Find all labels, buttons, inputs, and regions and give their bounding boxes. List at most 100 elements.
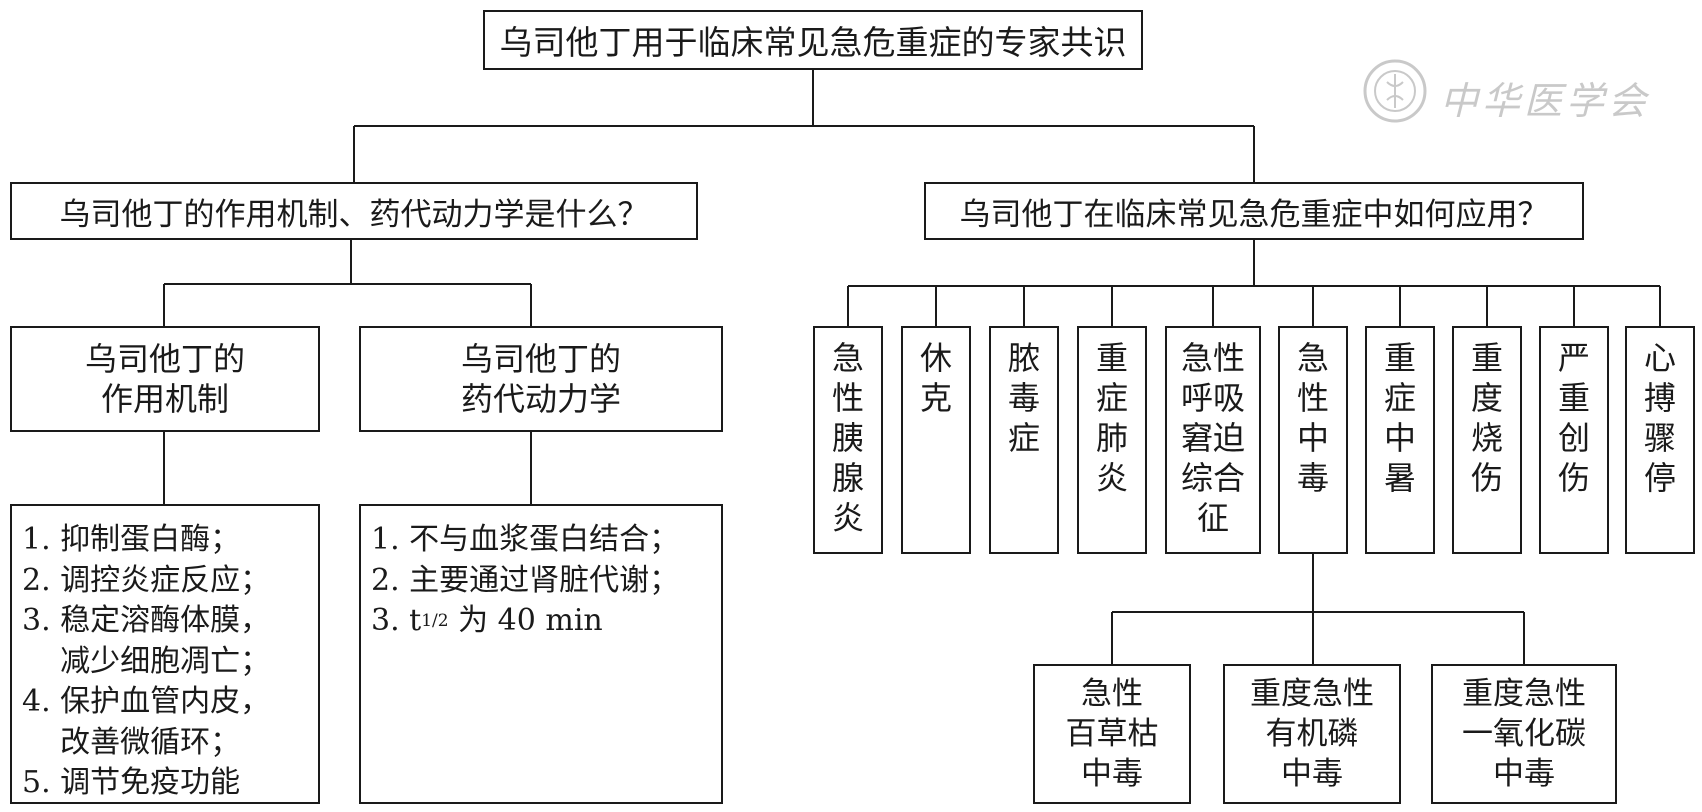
condition-text: 窘迫 bbox=[1180, 419, 1245, 457]
condition-char: 炎 bbox=[1095, 459, 1128, 497]
list-item: 5. 调节免疫功能 bbox=[22, 763, 318, 804]
condition-char: 重 bbox=[1095, 339, 1128, 377]
condition-char: 重 bbox=[1557, 379, 1590, 417]
poisoning-line: 中毒 bbox=[1493, 756, 1555, 792]
list-item: 4. 保护血管内皮， 改善微循环； bbox=[22, 682, 318, 763]
heading-mechanism-line: 作用机制 bbox=[100, 380, 229, 418]
half-life-subscript: 1/2 bbox=[421, 611, 449, 631]
poisoning-carbon-monoxide: 重度急性 一氧化碳 中毒 bbox=[1431, 664, 1617, 804]
condition-char: 急 bbox=[1296, 339, 1329, 377]
condition-char: 严 bbox=[1557, 339, 1590, 377]
diagram-title-text: 乌司他丁用于临床常见急危重症的专家共识 bbox=[499, 23, 1127, 62]
list-item-number: 5. bbox=[22, 765, 51, 800]
question-mechanism-pk-text: 乌司他丁的作用机制、药代动力学是什么？ bbox=[59, 196, 649, 233]
list-item-text: 减少细胞凋亡； bbox=[60, 643, 271, 679]
condition-text: 征 bbox=[1196, 499, 1229, 537]
condition-char: 中 bbox=[1296, 419, 1329, 457]
list-item-text: 主要通过肾脏代谢； bbox=[409, 562, 680, 598]
condition-char: 性 bbox=[831, 379, 864, 417]
condition-char: 症 bbox=[1095, 379, 1128, 417]
condition-char: 创 bbox=[1557, 419, 1590, 457]
list-item-text: 调控炎症反应； bbox=[60, 562, 271, 598]
list-item-number: 4. bbox=[22, 684, 51, 719]
half-life-symbol: t bbox=[409, 603, 422, 638]
condition-char: 性 bbox=[1296, 379, 1329, 417]
condition-char: 伤 bbox=[1470, 459, 1503, 497]
poisoning-line: 有机磷 bbox=[1265, 716, 1359, 752]
condition-sepsis: 脓 毒 症 bbox=[989, 326, 1059, 554]
condition-char: 心 bbox=[1643, 339, 1676, 377]
poisoning-line: 中毒 bbox=[1081, 756, 1143, 792]
watermark-logo: 中华医学会 bbox=[1360, 56, 1682, 136]
poisoning-line: 中毒 bbox=[1281, 756, 1343, 792]
list-item-number: 2. bbox=[22, 562, 51, 598]
condition-char: 肺 bbox=[1095, 419, 1128, 457]
poisoning-line: 百草枯 bbox=[1065, 716, 1159, 752]
condition-char: 暑 bbox=[1383, 459, 1416, 497]
poisoning-line: 重度急性 bbox=[1250, 676, 1374, 712]
heading-pharmacokinetics-line: 乌司他丁的 bbox=[460, 340, 621, 378]
heading-pharmacokinetics: 乌司他丁的 药代动力学 bbox=[359, 326, 723, 432]
list-item: 1. 不与血浆蛋白结合； bbox=[371, 520, 721, 561]
condition-severe-trauma: 严 重 创 伤 bbox=[1539, 326, 1609, 554]
poisoning-line: 重度急性 bbox=[1462, 676, 1586, 712]
poisoning-paraquat: 急性 百草枯 中毒 bbox=[1033, 664, 1191, 804]
question-mechanism-pk: 乌司他丁的作用机制、药代动力学是什么？ bbox=[10, 182, 698, 240]
question-clinical-application: 乌司他丁在临床常见急危重症中如何应用？ bbox=[924, 182, 1584, 240]
list-item-number: 3. bbox=[22, 603, 51, 638]
list-item-text: 稳定溶酶体膜， bbox=[60, 603, 271, 638]
condition-char: 克 bbox=[919, 379, 952, 417]
poisoning-line: 一氧化碳 bbox=[1462, 716, 1586, 752]
condition-char: 度 bbox=[1470, 379, 1503, 417]
condition-char: 炎 bbox=[831, 499, 864, 537]
condition-char: 脓 bbox=[1007, 339, 1040, 377]
list-item: 2. 主要通过肾脏代谢； bbox=[371, 561, 721, 602]
condition-char: 症 bbox=[1007, 419, 1040, 457]
mechanism-list: 1. 抑制蛋白酶； 2. 调控炎症反应； 3. 稳定溶酶体膜， 减少细胞凋亡； … bbox=[10, 504, 320, 804]
list-item-number: 3. bbox=[371, 603, 400, 638]
society-seal-icon bbox=[1363, 59, 1427, 123]
condition-char: 毒 bbox=[1007, 379, 1040, 417]
heading-mechanism: 乌司他丁的 作用机制 bbox=[10, 326, 320, 432]
list-item-number: 1. bbox=[22, 522, 51, 557]
list-item-text: 保护血管内皮， bbox=[60, 684, 271, 719]
question-clinical-application-text: 乌司他丁在临床常见急危重症中如何应用？ bbox=[959, 196, 1549, 233]
condition-cardiac-arrest: 心 搏 骤 停 bbox=[1625, 326, 1695, 554]
list-item-text: 改善微循环； bbox=[60, 724, 241, 760]
list-item-text: 调节免疫功能 bbox=[60, 765, 241, 800]
list-item: 1. 抑制蛋白酶； bbox=[22, 520, 318, 561]
condition-char: 胰 bbox=[831, 419, 864, 457]
condition-text: 综合 bbox=[1180, 459, 1245, 497]
condition-char: 伤 bbox=[1557, 459, 1590, 497]
condition-acute-poisoning: 急 性 中 毒 bbox=[1278, 326, 1348, 554]
condition-char: 烧 bbox=[1470, 419, 1503, 457]
list-item-text: 抑制蛋白酶； bbox=[60, 522, 241, 557]
condition-char: 骤 bbox=[1643, 419, 1676, 457]
condition-ards: 急性 呼吸 窘迫 综合 征 bbox=[1165, 326, 1261, 554]
heading-pharmacokinetics-line: 药代动力学 bbox=[460, 380, 621, 418]
condition-char: 重 bbox=[1383, 339, 1416, 377]
condition-severe-heatstroke: 重 症 中 暑 bbox=[1365, 326, 1435, 554]
list-item: 3. 稳定溶酶体膜， 减少细胞凋亡； bbox=[22, 601, 318, 682]
condition-char: 症 bbox=[1383, 379, 1416, 417]
list-item-number: 1. bbox=[371, 522, 400, 557]
poisoning-line: 急性 bbox=[1081, 676, 1143, 712]
condition-char: 中 bbox=[1383, 419, 1416, 457]
list-item-number: 2. bbox=[371, 562, 400, 598]
condition-char: 毒 bbox=[1296, 459, 1329, 497]
heading-mechanism-line: 乌司他丁的 bbox=[84, 340, 245, 378]
condition-char: 搏 bbox=[1643, 379, 1676, 417]
list-item-text: 不与血浆蛋白结合； bbox=[409, 522, 680, 557]
list-item: 2. 调控炎症反应； bbox=[22, 561, 318, 602]
condition-text: 急性 bbox=[1180, 339, 1245, 377]
condition-char: 重 bbox=[1470, 339, 1503, 377]
condition-severe-burn: 重 度 烧 伤 bbox=[1452, 326, 1522, 554]
diagram-title: 乌司他丁用于临床常见急危重症的专家共识 bbox=[483, 10, 1143, 70]
condition-char: 停 bbox=[1643, 459, 1676, 497]
condition-char: 休 bbox=[919, 339, 952, 377]
condition-char: 急 bbox=[831, 339, 864, 377]
condition-severe-pneumonia: 重 症 肺 炎 bbox=[1077, 326, 1147, 554]
